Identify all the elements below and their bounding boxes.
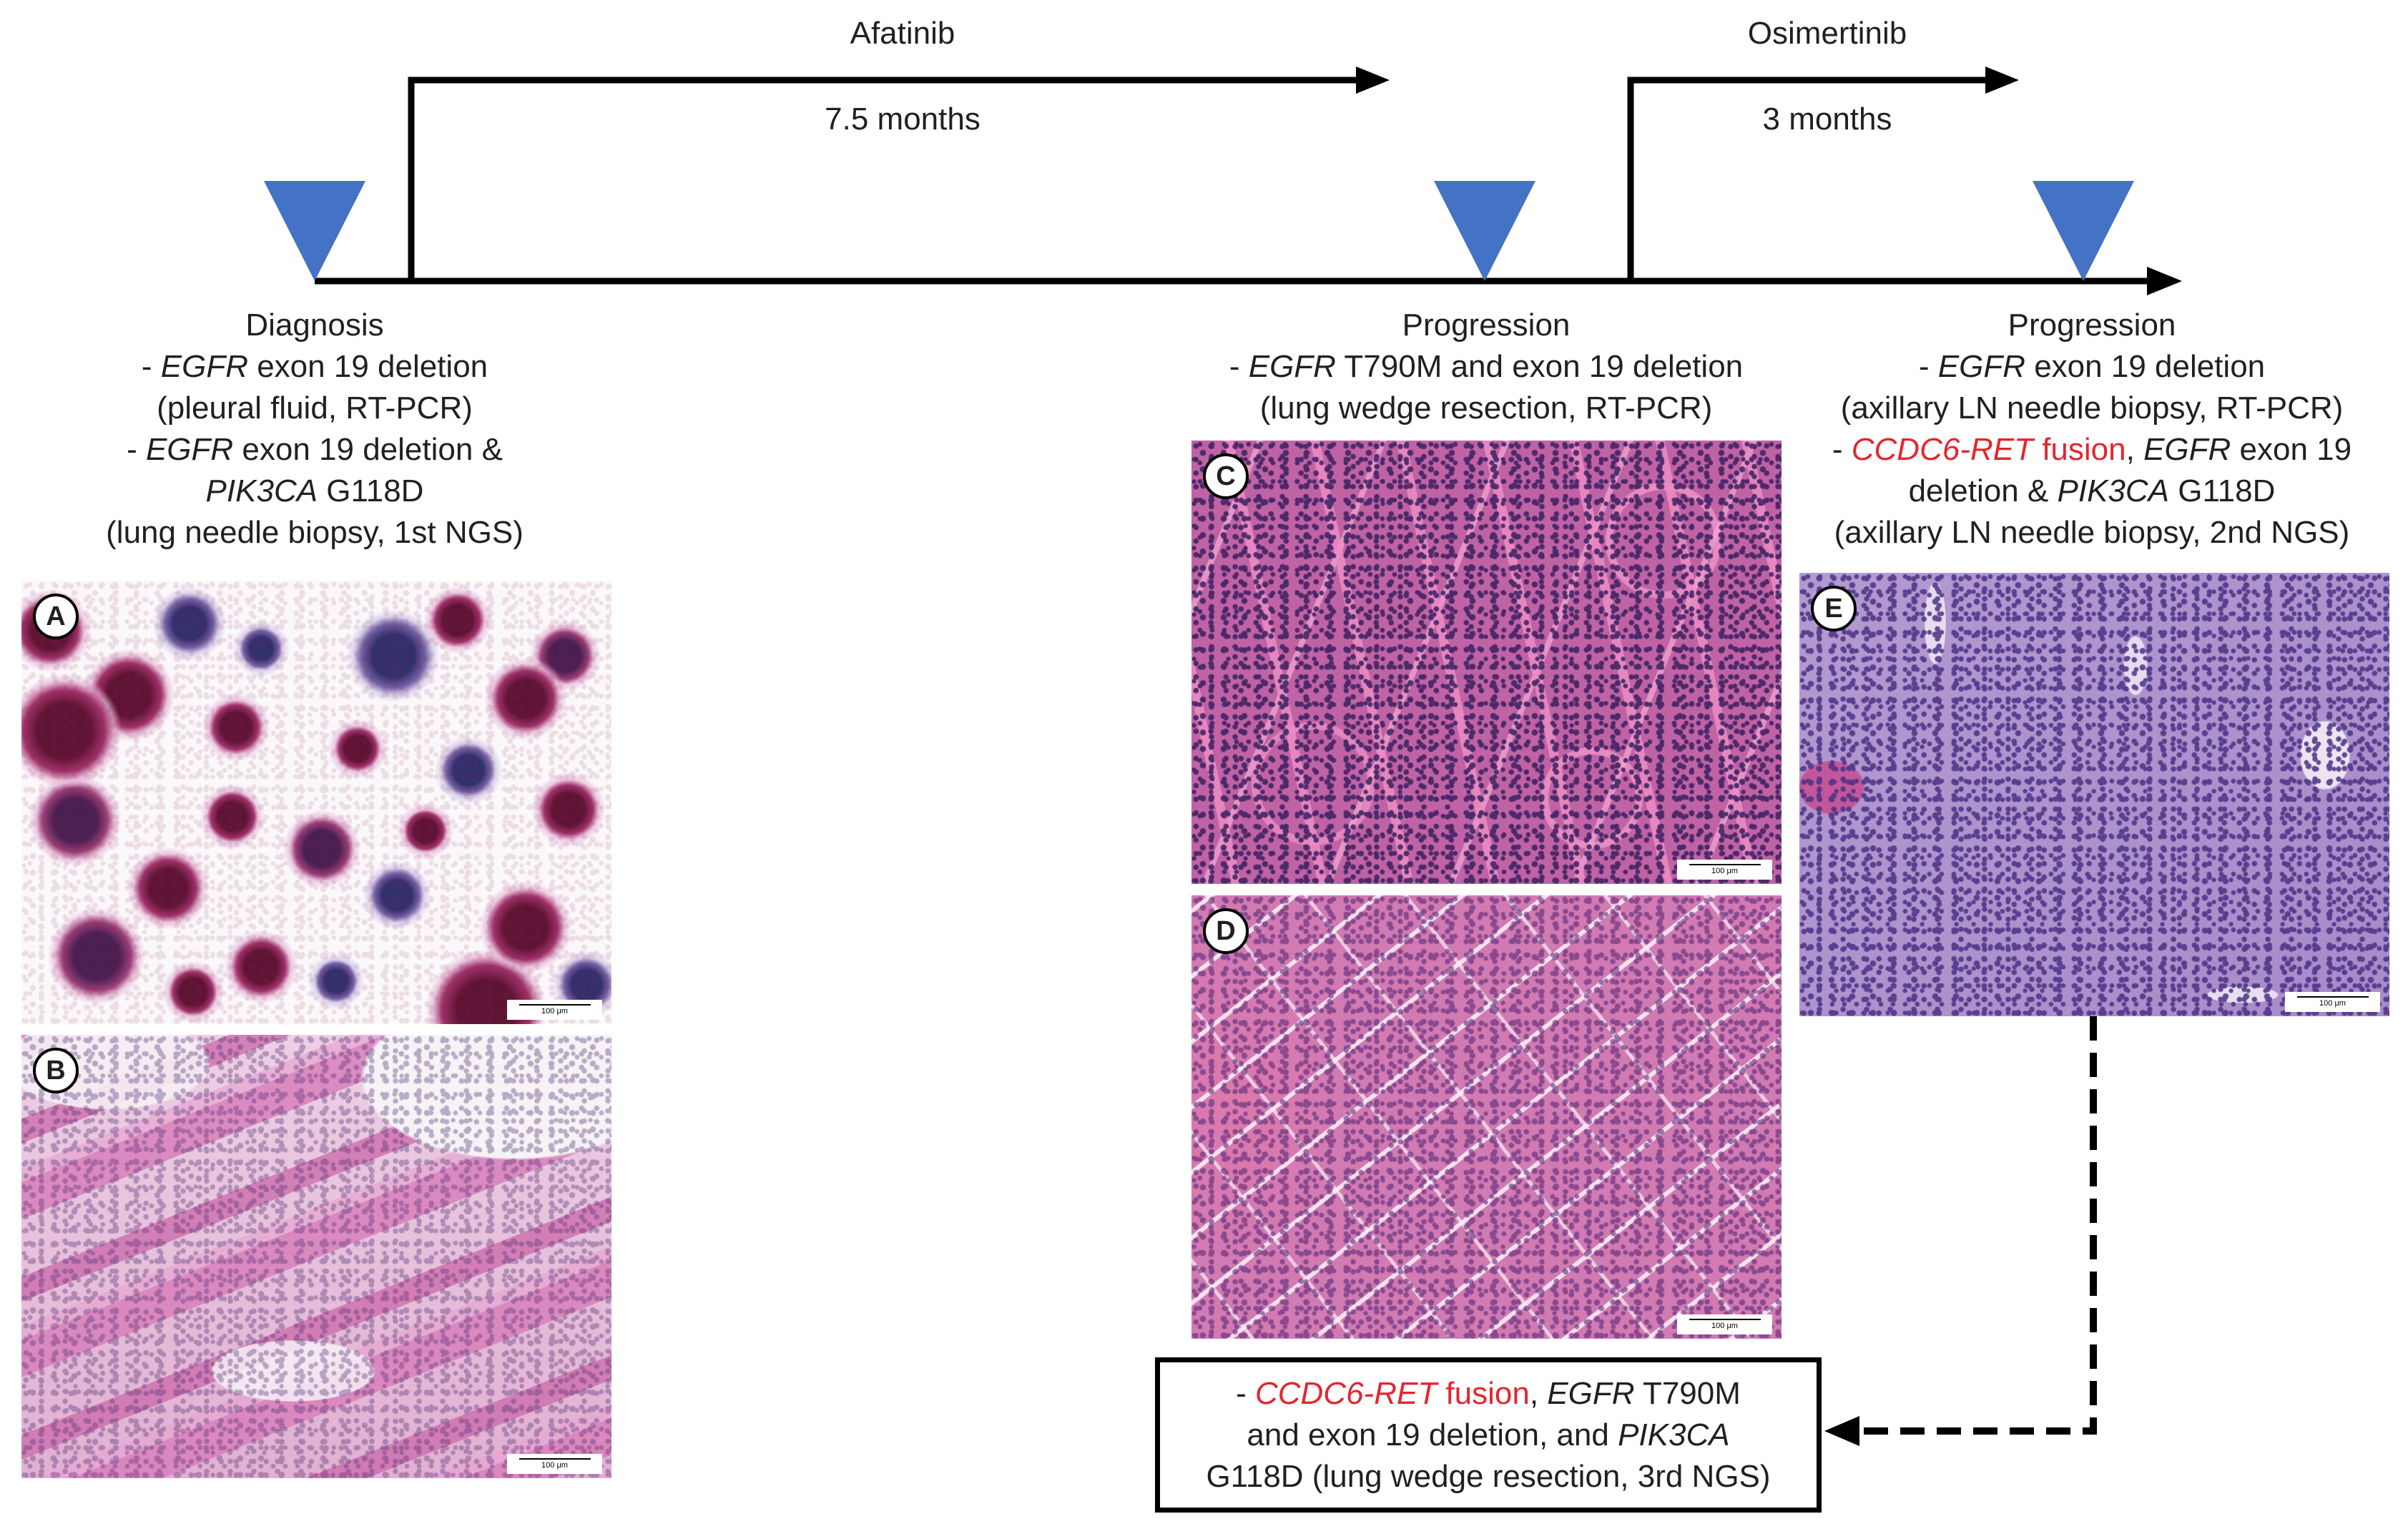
- text-segment: G118D: [2169, 473, 2276, 508]
- histology-panel-b: B 100 μm: [21, 1035, 611, 1478]
- main-timeline-arrowhead: [2147, 267, 2182, 295]
- osimertinib-duration: 3 months: [1762, 102, 1892, 137]
- event-title: Progression: [1402, 308, 1571, 343]
- finding-line: - EGFR T790M and exon 19 deletion: [1179, 346, 1794, 388]
- text-segment: deletion &: [1908, 473, 2058, 508]
- gene-egfr: EGFR: [2143, 432, 2231, 467]
- afatinib-arrowhead: [1356, 67, 1390, 94]
- event-title: Diagnosis: [245, 308, 384, 343]
- text-segment: ,: [2126, 432, 2144, 467]
- finding-line: deletion & PIK3CA G118D: [1792, 471, 2392, 512]
- panel-label: A: [33, 594, 79, 639]
- scale-bar-label: 100 μm: [541, 1461, 568, 1470]
- text-segment: G118D: [318, 473, 424, 508]
- osimertinib-arrowhead: [1985, 67, 2019, 94]
- scale-bar-label: 100 μm: [2319, 999, 2346, 1008]
- osimertinib-treatment-arrow: [1627, 77, 1988, 284]
- first-progression-marker-triangle: [1434, 181, 1535, 281]
- fusion-word: fusion: [1437, 1375, 1530, 1411]
- text-segment: T790M and exon 19 deletion: [1335, 349, 1744, 384]
- second-progression-marker-triangle: [2033, 181, 2134, 281]
- event-title: Progression: [2008, 308, 2176, 343]
- scale-bar: 100 μm: [1677, 860, 1772, 880]
- gene-egfr: EGFR: [1248, 349, 1336, 384]
- scale-bar: 100 μm: [1677, 1314, 1772, 1334]
- finding-line: and exon 19 deletion, and PIK3CA: [1160, 1415, 1817, 1456]
- text-segment: ,: [1529, 1375, 1548, 1411]
- scale-bar-line: [1689, 1319, 1761, 1320]
- histology-panel-e: E 100 μm: [1799, 573, 2389, 1016]
- scale-bar: 100 μm: [507, 1000, 602, 1020]
- scale-bar-line: [1689, 864, 1761, 865]
- panel-label: B: [33, 1048, 79, 1093]
- gene-pik3ca: PIK3CA: [2057, 473, 2170, 508]
- text-segment: -: [127, 432, 146, 467]
- method-line: (lung needle biopsy, 1st NGS): [106, 515, 524, 550]
- gene-egfr: EGFR: [160, 349, 248, 384]
- gene-pik3ca: PIK3CA: [1618, 1417, 1730, 1452]
- fusion-ccdc6-ret: CCDC6-RET: [1851, 432, 2033, 467]
- scale-bar-label: 100 μm: [1711, 867, 1738, 875]
- afatinib-treatment-arrow: [408, 77, 1359, 284]
- afatinib-duration: 7.5 months: [825, 102, 981, 137]
- gene-pik3ca: PIK3CA: [205, 473, 318, 508]
- dashed-connector-arrowhead: [1824, 1416, 1859, 1446]
- method-line: G118D (lung wedge resection, 3rd NGS): [1206, 1458, 1771, 1494]
- finding-line: - CCDC6-RET fusion, EGFR exon 19: [1792, 429, 2392, 471]
- scale-bar-label: 100 μm: [1711, 1322, 1738, 1330]
- scale-bar: 100 μm: [2285, 992, 2380, 1012]
- text-segment: -: [1832, 432, 1852, 467]
- lung-wedge-resection-image: [1191, 895, 1782, 1339]
- first-progression-annotation: Progression - EGFR T790M and exon 19 del…: [1179, 305, 1794, 429]
- scale-bar-line: [519, 1458, 591, 1460]
- method-line: (axillary LN needle biopsy, RT-PCR): [1840, 390, 2344, 426]
- text-segment: exon 19: [2231, 432, 2352, 467]
- fusion-ccdc6-ret: CCDC6-RET: [1254, 1375, 1438, 1411]
- histology-panel-a: A 100 μm: [21, 581, 611, 1024]
- finding-line: - EGFR exon 19 deletion &: [21, 429, 608, 471]
- scale-bar-label: 100 μm: [541, 1007, 568, 1016]
- text-segment: -: [141, 349, 161, 384]
- pleural-fluid-cytology-image: [21, 581, 611, 1024]
- text-segment: -: [1918, 349, 1938, 384]
- scale-bar: 100 μm: [507, 1454, 602, 1474]
- osimertinib-label: Osimertinib: [1747, 16, 1907, 51]
- lung-needle-biopsy-image: [21, 1035, 611, 1478]
- text-segment: T790M: [1634, 1375, 1741, 1411]
- gene-egfr: EGFR: [1547, 1375, 1635, 1411]
- summary-box: - CCDC6-RET fusion, EGFR T790M and exon …: [1155, 1357, 1822, 1513]
- text-segment: exon 19 deletion: [247, 349, 488, 384]
- gene-egfr: EGFR: [1937, 349, 2025, 384]
- text-segment: exon 19 deletion &: [233, 432, 503, 467]
- method-line: (lung wedge resection, RT-PCR): [1259, 390, 1713, 426]
- method-line: (pleural fluid, RT-PCR): [157, 390, 473, 426]
- second-progression-annotation: Progression - EGFR exon 19 deletion (axi…: [1792, 305, 2392, 554]
- scale-bar-line: [519, 1004, 591, 1005]
- histology-panel-d: D 100 μm: [1191, 895, 1782, 1339]
- axillary-ln-biopsy-image: [1799, 573, 2389, 1016]
- text-segment: and exon 19 deletion, and: [1247, 1417, 1618, 1452]
- panel-label: C: [1203, 453, 1249, 499]
- scale-bar-line: [2296, 996, 2369, 998]
- lung-wedge-resection-image: [1191, 441, 1782, 884]
- panel-label: E: [1811, 586, 1857, 631]
- afatinib-label: Afatinib: [850, 16, 955, 51]
- finding-line: - CCDC6-RET fusion, EGFR T790M: [1160, 1373, 1817, 1415]
- gene-egfr: EGFR: [145, 432, 234, 467]
- diagnosis-annotation: Diagnosis - EGFR exon 19 deletion (pleur…: [21, 305, 608, 554]
- panel-label: D: [1203, 908, 1249, 954]
- text-segment: -: [1229, 349, 1249, 384]
- histology-panel-c: C 100 μm: [1191, 441, 1782, 884]
- text-segment: exon 19 deletion: [2025, 349, 2266, 384]
- text-segment: -: [1236, 1375, 1255, 1411]
- dashed-connector: [1861, 1016, 2097, 1435]
- method-line: (axillary LN needle biopsy, 2nd NGS): [1834, 515, 2350, 550]
- fusion-word: fusion: [2033, 432, 2126, 467]
- diagnosis-marker-triangle: [264, 181, 365, 281]
- finding-line: - EGFR exon 19 deletion: [1792, 346, 2392, 388]
- finding-line: PIK3CA G118D: [21, 471, 608, 512]
- finding-line: - EGFR exon 19 deletion: [21, 346, 608, 388]
